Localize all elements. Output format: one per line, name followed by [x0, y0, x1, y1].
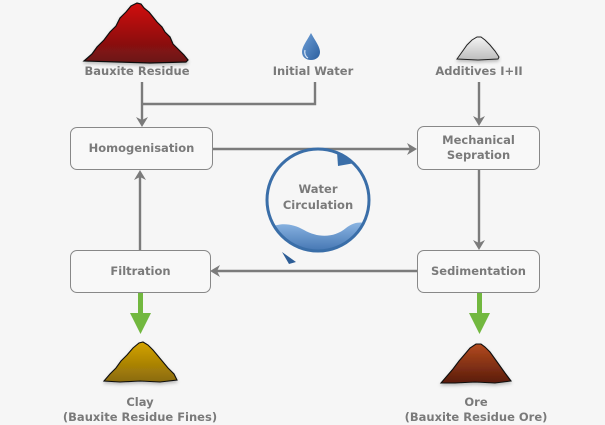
- arrowhead-right-mechanical: [407, 143, 417, 155]
- homogenisation-label: Homogenisation: [88, 141, 195, 155]
- circulation-arrowhead-top: [337, 152, 355, 166]
- mechanical-separation-label-line2: Sepration: [446, 148, 511, 162]
- clay-output-label: Clay (Bauxite Residue Fines): [63, 395, 217, 425]
- water-circulation-label: Water Circulation: [283, 181, 353, 213]
- additives-label: Additives I+II: [435, 64, 523, 78]
- ore-pile-icon: [439, 343, 513, 384]
- ore-output-label: Ore (Bauxite Residue Ore): [405, 395, 548, 425]
- filtration-label: Filtration: [110, 264, 171, 278]
- mechanical-separation-step[interactable]: Mechanical Sepration: [417, 126, 540, 170]
- ore-label-line2: (Bauxite Residue Ore): [404, 410, 548, 424]
- sedimentation-output-shaft: [477, 292, 482, 314]
- connectors: [138, 82, 481, 273]
- sedimentation-output-arrowhead: [469, 313, 490, 334]
- water-circulation-icon: [265, 147, 371, 264]
- arrowhead-up-homogenisation: [134, 170, 146, 180]
- homogenisation-step[interactable]: Homogenisation: [70, 127, 213, 170]
- arrowhead-down-mechanical: [473, 116, 485, 126]
- initial-water-label: Initial Water: [272, 64, 354, 78]
- clay-pile-icon: [102, 341, 178, 383]
- arrowhead-left-filtration: [210, 265, 220, 277]
- additives-pile-icon: [456, 36, 500, 61]
- bauxite-residue-label: Bauxite Residue: [84, 64, 190, 78]
- mechanical-separation-label-line1: Mechanical: [442, 133, 515, 147]
- ore-label-line1: Ore: [464, 395, 488, 409]
- bauxite-residue-pile-icon: [82, 2, 189, 64]
- sedimentation-label: Sedimentation: [430, 264, 526, 278]
- arrowhead-down-sedimentation: [473, 240, 485, 250]
- water-circulation-label-line2: Circulation: [282, 198, 354, 212]
- water-wave: [268, 222, 368, 250]
- water-drop-icon: [302, 33, 320, 60]
- water-circulation-label-line1: Water: [298, 182, 338, 196]
- circulation-ring: [265, 147, 371, 253]
- circulation-arrowhead-bottom: [282, 252, 296, 264]
- filtration-output-shaft: [138, 292, 143, 314]
- filtration-step[interactable]: Filtration: [70, 250, 211, 293]
- output-arrows: [130, 292, 490, 334]
- arrowhead-down-homogenisation: [136, 117, 148, 127]
- arrowheads: [134, 116, 485, 277]
- sedimentation-step[interactable]: Sedimentation: [417, 250, 540, 293]
- filtration-output-arrowhead: [130, 313, 151, 334]
- clay-label-line1: Clay: [126, 395, 154, 409]
- water-to-homogenisation-line: [142, 82, 317, 106]
- clay-label-line2: (Bauxite Residue Fines): [62, 410, 218, 424]
- water-drop-highlight: [304, 49, 309, 59]
